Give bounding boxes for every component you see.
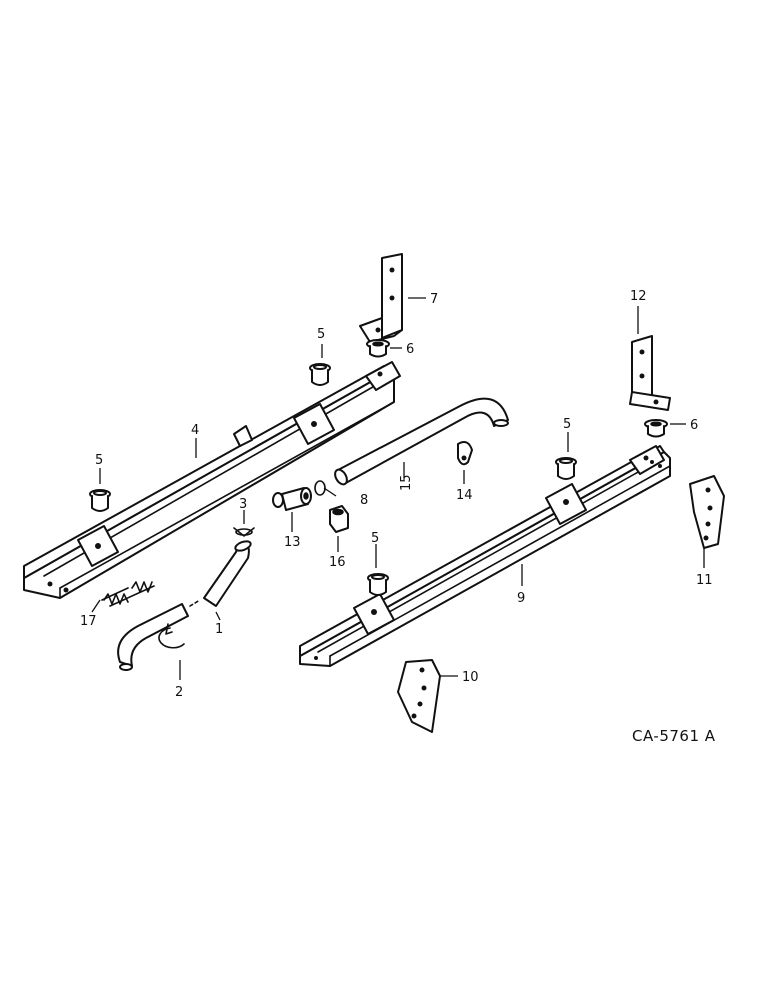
bushing-5c — [555, 457, 577, 480]
flange-bushing-6a — [366, 339, 390, 358]
callout-7: 7 — [430, 292, 438, 307]
o-ring — [314, 480, 326, 496]
flange-bushing-6b — [644, 419, 668, 438]
callout-13: 13 — [284, 535, 301, 550]
callout-5b: 5 — [95, 453, 103, 468]
callout-1: 1 — [215, 622, 223, 637]
nut — [329, 505, 349, 533]
bushing-5b — [89, 489, 111, 512]
angle-bracket-upper — [359, 253, 403, 343]
callout-16: 16 — [329, 555, 346, 570]
callout-3: 3 — [239, 497, 247, 512]
callout-15: 15 — [399, 474, 414, 491]
callout-9: 9 — [517, 591, 525, 606]
small-clamp — [233, 527, 255, 537]
angle-bracket-right — [629, 335, 671, 411]
mounting-plate-11 — [689, 475, 725, 549]
channel-rail-right — [299, 445, 671, 667]
callout-14: 14 — [456, 488, 473, 503]
callout-6a: 6 — [406, 342, 414, 357]
coil-spring — [101, 581, 155, 607]
callout-6b: 6 — [690, 418, 698, 433]
bushing-5d — [367, 573, 389, 596]
hose-clamp — [158, 623, 185, 649]
clip — [457, 441, 473, 466]
callout-8: 8 — [360, 493, 368, 508]
hose — [117, 540, 252, 671]
fitting — [272, 487, 312, 511]
leader-lines — [91, 297, 705, 680]
callout-5d: 5 — [371, 531, 379, 546]
bushing-5a — [309, 363, 331, 386]
callout-2: 2 — [175, 685, 183, 700]
callout-10: 10 — [462, 670, 479, 685]
callout-5a: 5 — [317, 327, 325, 342]
callout-5c: 5 — [563, 417, 571, 432]
bent-tube — [334, 397, 509, 486]
callout-11: 11 — [696, 573, 713, 588]
mounting-plate-10 — [397, 659, 441, 733]
callout-12: 12 — [630, 289, 647, 304]
figure-id: CA-5761 A — [632, 727, 716, 745]
callout-17: 17 — [80, 614, 97, 629]
channel-rail-left — [23, 361, 401, 599]
callout-4: 4 — [191, 423, 199, 438]
